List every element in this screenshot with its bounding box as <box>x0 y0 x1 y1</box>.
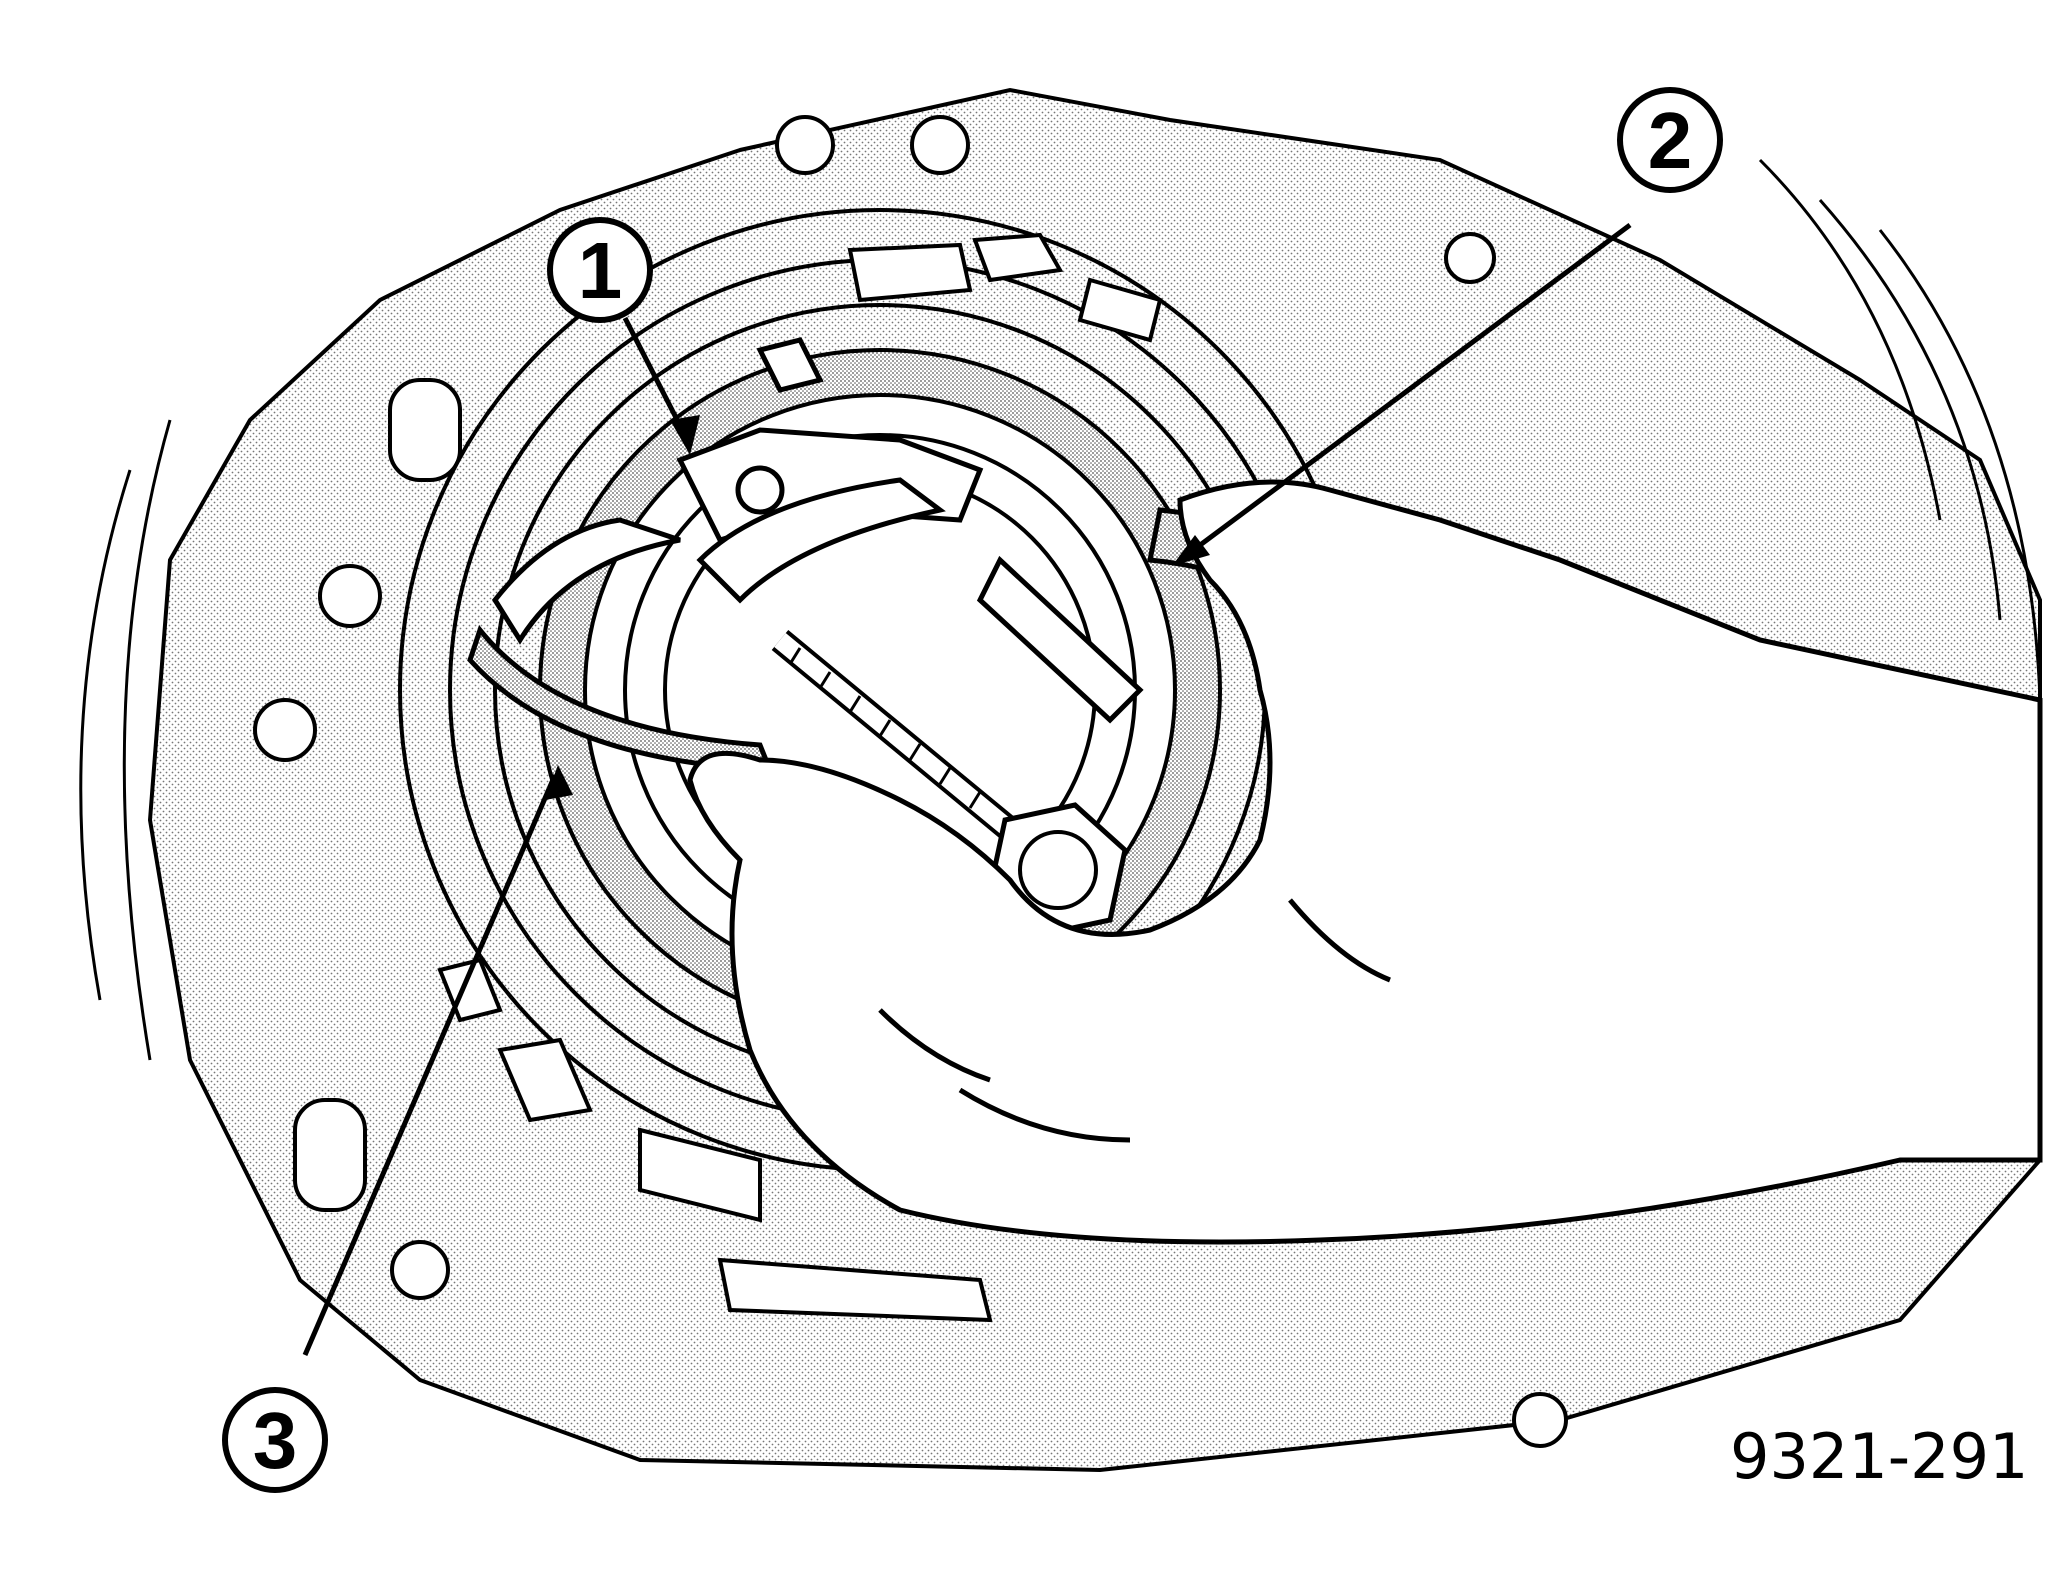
technician-hand <box>687 479 2043 1245</box>
leader-arrowheads <box>545 415 1210 800</box>
callout-1-label: 1 <box>578 226 623 315</box>
case-bolt-holes <box>253 115 1568 1448</box>
dowel-pins <box>293 378 462 1212</box>
callout-1: 1 <box>547 217 653 323</box>
callout-2: 2 <box>1617 87 1723 193</box>
clutch-tabs <box>437 232 1163 1323</box>
callout-3-label: 3 <box>253 1396 298 1485</box>
callout-3: 3 <box>222 1387 328 1493</box>
figure-number: 9321-291 <box>1730 1420 2029 1493</box>
callout-2-label: 2 <box>1648 96 1693 185</box>
adjusting-screw <box>771 629 1128 938</box>
